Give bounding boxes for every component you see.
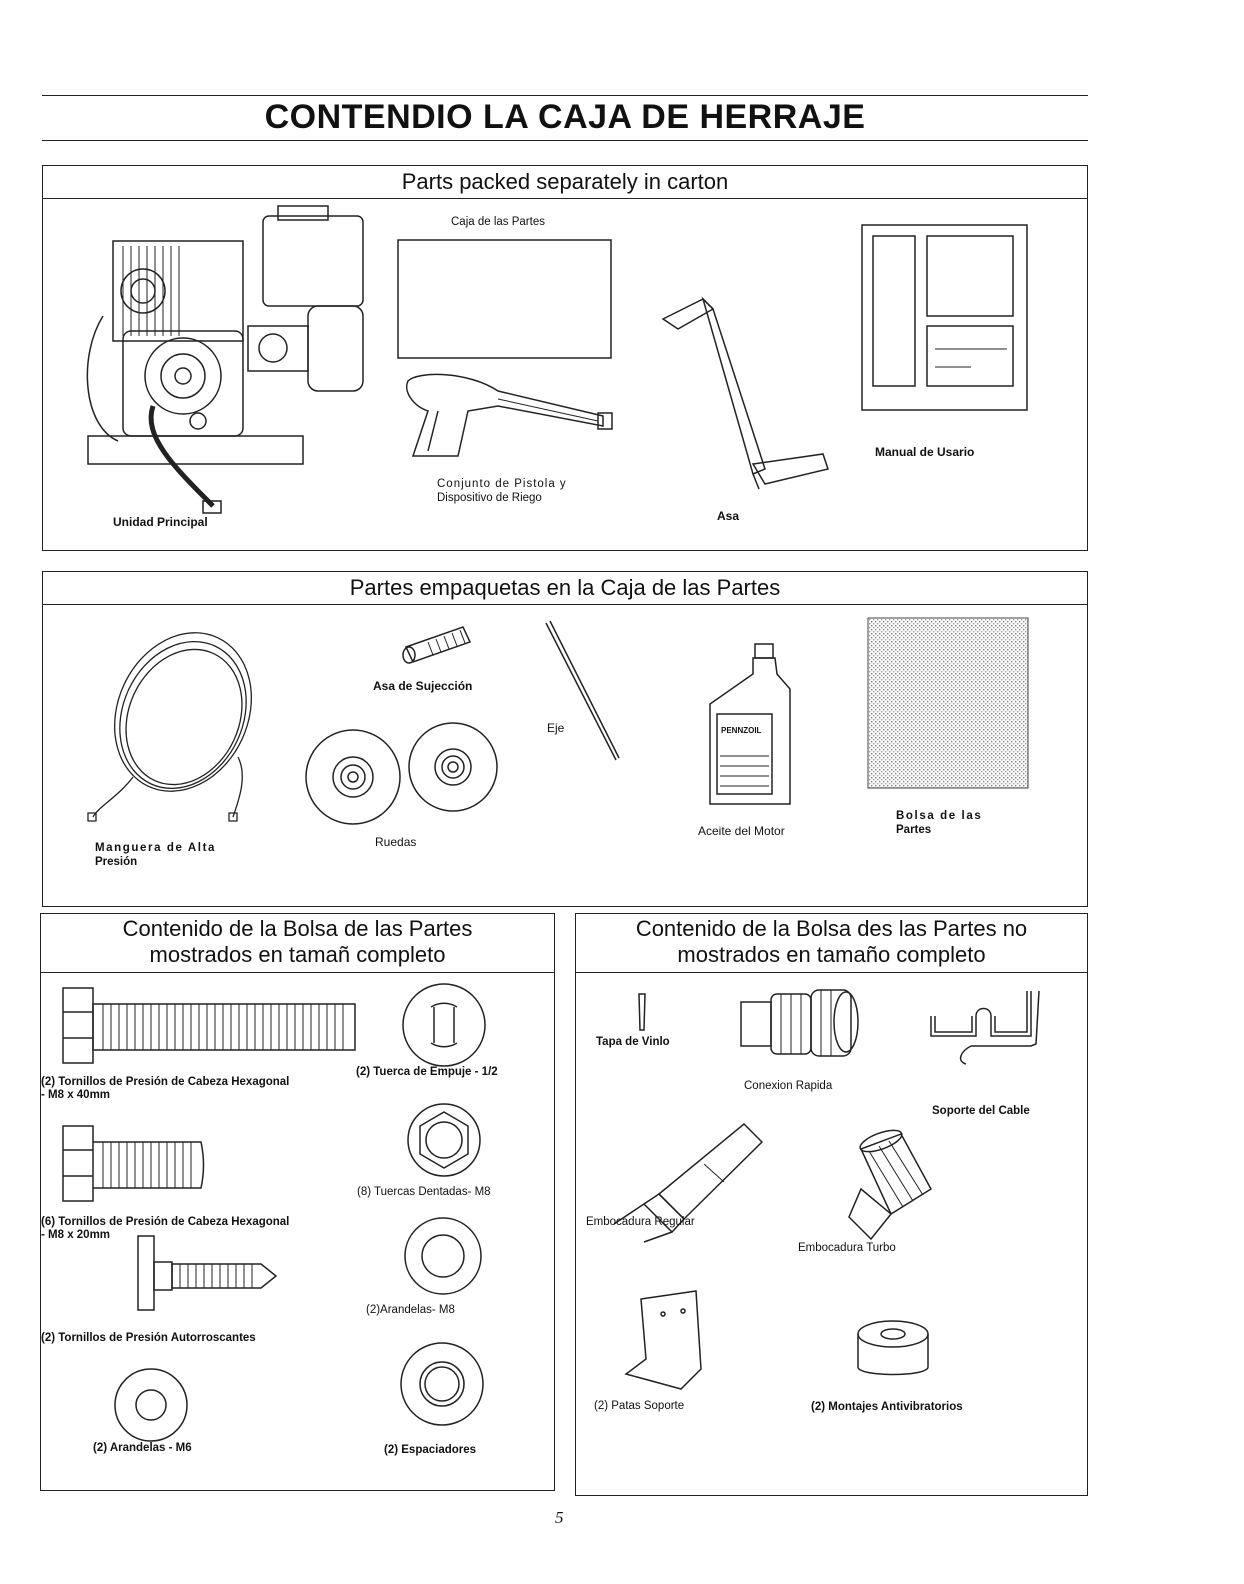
turbo-nozzle-label: Embocadura Turbo	[798, 1242, 896, 1254]
bolt-20mm-illustration	[61, 1124, 211, 1204]
hose-label-line1: Manguera de Alta	[95, 842, 217, 854]
washer-m8-illustration	[403, 1216, 483, 1296]
cable-holder-label: Soporte del Cable	[932, 1105, 1030, 1117]
support-legs-label: (2) Patas Soporte	[594, 1400, 685, 1412]
parts-box-illustration	[397, 239, 612, 359]
section-carton-heading: Parts packed separately in carton	[43, 166, 1087, 199]
main-unit-illustration	[83, 206, 363, 516]
section-full-size-heading: Contenido de la Bolsa de las Partes most…	[41, 914, 554, 973]
washers-m6-label: (2) Arandelas - M6	[93, 1442, 192, 1454]
spacer-illustration	[399, 1341, 485, 1427]
quick-connect-label: Conexion Rapida	[744, 1080, 833, 1092]
page-title: CONTENDIO LA CAJA DE HERRAJE	[264, 98, 866, 136]
oil-label: Aceite del Motor	[698, 824, 785, 838]
cable-holder-illustration	[921, 986, 1056, 1086]
handle-label: Asa	[717, 509, 740, 523]
handle-illustration	[653, 294, 833, 504]
regular-nozzle-label: Embocadura Regular	[586, 1216, 695, 1228]
spray-gun-label-line2: Dispositivo de Riego	[437, 492, 542, 504]
bolt-40mm-label-line1: (2) Tornillos de Presión de Cabeza Hexag…	[41, 1076, 290, 1088]
axle-illustration	[541, 620, 621, 765]
manual-label: Manual de Usario	[875, 445, 975, 459]
section-carton-parts: Parts packed separately in carton Unidad…	[42, 165, 1088, 551]
wheels-illustration	[305, 722, 505, 827]
hose-illustration	[88, 627, 268, 827]
spacers-label: (2) Espaciadores	[384, 1444, 477, 1456]
section-full-size-heading-line2: mostrados en tamañ completo	[149, 942, 446, 967]
parts-bag-label-line2: Partes	[896, 824, 932, 836]
bolt-20mm-label-line1: (6) Tornillos de Presión de Cabeza Hexag…	[41, 1216, 290, 1228]
section-not-full-size-heading-line1: Contenido de la Bolsa des las Partes no	[635, 916, 1028, 941]
push-nut-illustration	[401, 982, 487, 1068]
axle-label: Eje	[547, 721, 565, 735]
section-not-full-size-parts: Contenido de la Bolsa des las Partes no …	[575, 913, 1088, 1496]
bolt-40mm-illustration	[61, 986, 361, 1066]
turbo-nozzle-illustration	[831, 1129, 941, 1249]
serrated-nut-illustration	[406, 1102, 482, 1178]
vinyl-cap-label: Tapa de Vinlo	[596, 1036, 670, 1048]
section-not-full-size-heading: Contenido de la Bolsa des las Partes no …	[576, 914, 1087, 973]
parts-bag-illustration	[867, 617, 1029, 789]
spray-gun-label-line1: Conjunto de Pistola y	[437, 478, 567, 490]
hose-label-line2: Presión	[95, 856, 138, 868]
section-parts-box-heading: Partes empaquetas en la Caja de las Part…	[43, 572, 1087, 605]
section-full-size-heading-line1: Contenido de la Bolsa de las Partes	[122, 916, 473, 941]
parts-box-label: Caja de las Partes	[451, 216, 545, 228]
oil-brand-label: PENNZOIL	[721, 726, 762, 735]
oil-bottle-illustration	[705, 644, 795, 809]
wheels-label: Ruedas	[375, 835, 417, 849]
section-not-full-size-heading-line2: mostrados en tamaño completo	[677, 942, 986, 967]
parts-bag-label-line1: Bolsa de las	[896, 810, 983, 822]
serrated-nuts-label: (8) Tuercas Dentadas- M8	[357, 1186, 491, 1198]
main-unit-label: Unidad Principal	[113, 515, 208, 529]
spray-gun-illustration	[398, 371, 618, 461]
washer-m6-illustration	[113, 1367, 189, 1443]
self-tapping-label: (2) Tornillos de Presión Autorroscantes	[41, 1332, 256, 1344]
regular-nozzle-illustration	[604, 1114, 769, 1244]
anti-vibration-label: (2) Montajes Antivibratorios	[811, 1401, 963, 1413]
support-leg-illustration	[621, 1289, 711, 1399]
self-tapping-screw-illustration	[136, 1234, 286, 1314]
vinyl-cap-illustration	[636, 992, 648, 1032]
bolt-20mm-label-line2: - M8 x 20mm	[41, 1229, 111, 1241]
section-parts-box-contents: Partes empaquetas en la Caja de las Part…	[42, 571, 1088, 907]
section-full-size-parts: Contenido de la Bolsa de las Partes most…	[40, 913, 555, 1491]
washers-m8-label: (2)Arandelas- M8	[366, 1304, 455, 1316]
page-number: 5	[555, 1508, 564, 1527]
grip-label: Asa de Sujección	[373, 679, 473, 693]
quick-connect-illustration	[736, 982, 861, 1062]
anti-vibration-illustration	[856, 1319, 931, 1384]
manual-illustration	[861, 224, 1029, 412]
title-rule-bottom	[42, 140, 1088, 141]
push-nut-label: (2) Tuerca de Empuje - 1/2	[356, 1066, 498, 1078]
grip-illustration	[398, 622, 478, 667]
title-rule-top	[42, 95, 1088, 96]
bolt-40mm-label-line2: - M8 x 40mm	[41, 1089, 111, 1101]
